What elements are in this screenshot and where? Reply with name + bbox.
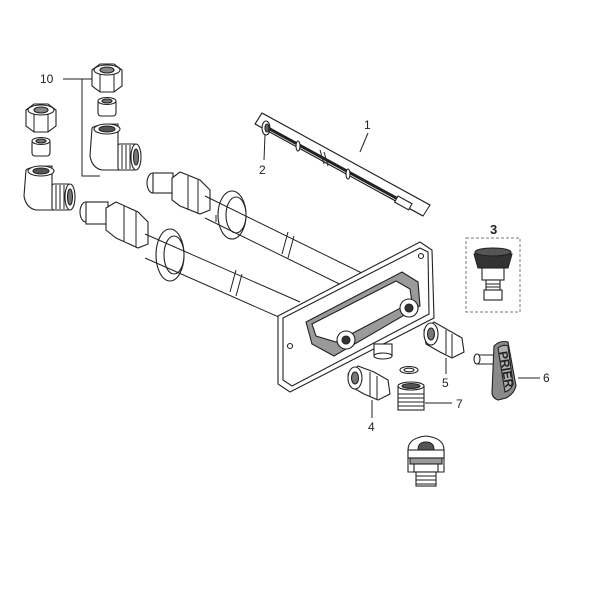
upper-pipe — [146, 171, 373, 301]
callout-6: 6 — [543, 371, 550, 385]
nipple-4: 4 — [347, 365, 391, 434]
callout-7: 7 — [456, 397, 463, 411]
callout-4: 4 — [368, 420, 375, 434]
callout-10: 10 — [40, 72, 54, 86]
key-handle-6: PRIER 6 — [473, 340, 550, 401]
sleeve-upper — [97, 96, 117, 117]
wall-plate-body — [277, 241, 435, 393]
cartridge-3: 3 — [465, 222, 521, 313]
lower-pipe — [79, 201, 301, 323]
fitting-group-10: 10 — [23, 63, 142, 211]
adapter-5: 5 — [423, 321, 465, 390]
stem-rod-1: 1 2 — [254, 112, 431, 217]
callout-3: 3 — [490, 222, 497, 237]
handle-brand-text: PRIER — [496, 350, 516, 389]
supply-pipes — [79, 171, 373, 323]
vacuum-breaker — [407, 435, 445, 487]
callout-2: 2 — [259, 163, 266, 177]
sleeve-lower — [31, 136, 51, 157]
callout-1: 1 — [364, 118, 371, 132]
elbow-upper — [89, 123, 142, 171]
coupling-7: 7 — [397, 365, 463, 411]
bracket-10 — [63, 78, 100, 177]
elbow-lower — [23, 165, 76, 211]
compression-nut-lower — [25, 103, 57, 133]
callout-5: 5 — [442, 376, 449, 390]
compression-nut-upper — [91, 63, 123, 93]
